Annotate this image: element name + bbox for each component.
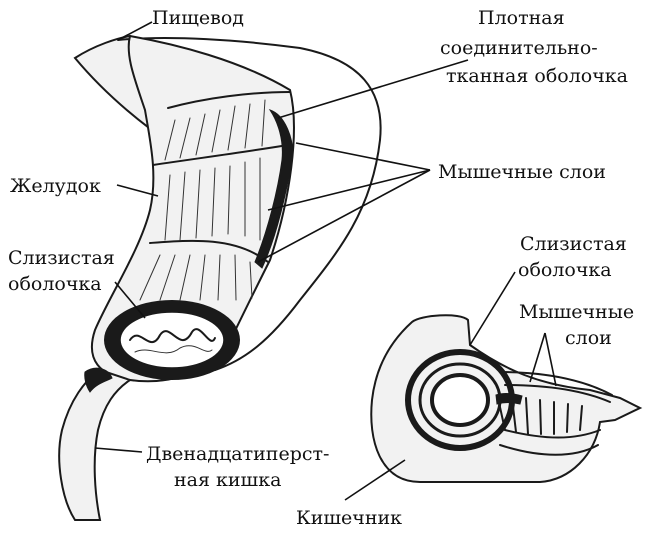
label-esophagus: Пищевод [152,7,244,29]
leader-intestine [345,460,405,500]
label-dense-tissue-2: соединительно- [440,37,598,59]
label-muscle-layers-intestine-1: Мышечные [519,301,634,323]
leader-muscle-1 [296,143,430,170]
label-dense-tissue-1: Плотная [478,7,565,29]
label-muscle-layers-stomach: Мышечные слои [438,161,606,183]
label-mucosa-intestine-2: оболочка [518,259,612,281]
leader-muscle-2 [268,170,430,210]
leader-duodenum [95,448,142,452]
label-stomach: Желудок [10,175,101,197]
duodenum-shape [59,370,130,520]
label-intestine: Кишечник [296,507,402,529]
label-muscle-layers-intestine-2: слои [565,327,612,349]
intestine-layer-3 [432,375,488,425]
leader-stomach [117,185,158,196]
leader-dense-tissue [278,60,468,118]
label-mucosa-intestine-1: Слизистая [520,233,627,255]
leader-muscle-int-2 [545,333,556,386]
label-mucosa-stomach-2: оболочка [8,273,102,295]
label-duodenum-2: ная кишка [174,469,281,491]
intestine-dark-folds [496,393,522,404]
label-duodenum-1: Двенадцатиперст- [146,443,329,465]
leader-mucosa-intestine [470,272,515,345]
label-mucosa-stomach-1: Слизистая [8,247,115,269]
label-dense-tissue-3: тканная оболочка [446,65,628,87]
